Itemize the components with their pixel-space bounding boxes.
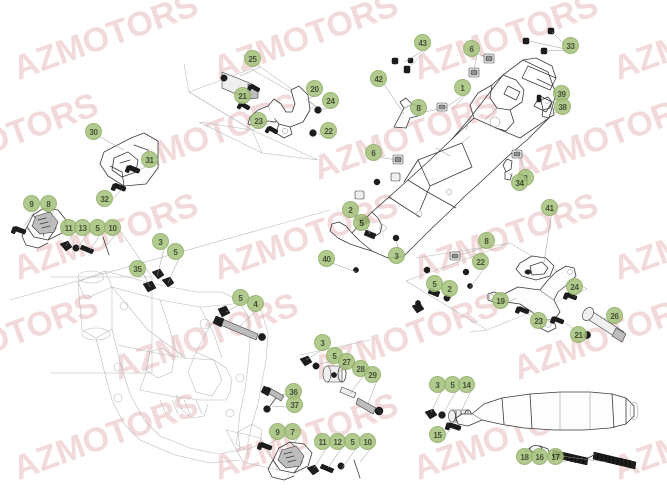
part-callout-42[interactable]: 42 <box>370 70 387 87</box>
part-callout-8[interactable]: 8 <box>410 99 427 116</box>
part-callout-17[interactable]: 17 <box>547 448 564 465</box>
part-callout-9[interactable]: 9 <box>23 195 40 212</box>
part-callout-34[interactable]: 34 <box>511 174 528 191</box>
part-callout-8[interactable]: 8 <box>40 195 57 212</box>
part-callout-10[interactable]: 10 <box>359 433 376 450</box>
part-callout-40[interactable]: 40 <box>318 250 335 267</box>
part-callout-26[interactable]: 26 <box>606 307 623 324</box>
part-callout-5[interactable]: 5 <box>426 275 443 292</box>
part-callout-32[interactable]: 32 <box>96 190 113 207</box>
part-callout-43[interactable]: 43 <box>414 34 431 51</box>
part-callout-33[interactable]: 33 <box>562 37 579 54</box>
part-callout-37[interactable]: 37 <box>286 396 303 413</box>
part-callout-29[interactable]: 29 <box>364 366 381 383</box>
part-callout-5[interactable]: 5 <box>353 214 370 231</box>
part-callout-21[interactable]: 21 <box>570 326 587 343</box>
part-callout-30[interactable]: 30 <box>85 123 102 140</box>
part-callout-20[interactable]: 20 <box>306 80 323 97</box>
part-callout-23[interactable]: 23 <box>250 112 267 129</box>
part-callout-23[interactable]: 23 <box>530 312 547 329</box>
part-callout-16[interactable]: 16 <box>531 448 548 465</box>
part-callout-14[interactable]: 14 <box>458 376 475 393</box>
part-callout-25[interactable]: 25 <box>244 50 261 67</box>
part-callout-6[interactable]: 6 <box>365 144 382 161</box>
part-callout-4[interactable]: 4 <box>247 295 264 312</box>
part-callout-2[interactable]: 2 <box>441 280 458 297</box>
part-callout-41[interactable]: 41 <box>541 199 558 216</box>
part-callout-6[interactable]: 6 <box>463 40 480 57</box>
part-callout-24[interactable]: 24 <box>322 92 339 109</box>
part-callout-10[interactable]: 10 <box>104 219 121 236</box>
part-callout-1[interactable]: 1 <box>454 79 471 96</box>
part-callout-22[interactable]: 22 <box>320 122 337 139</box>
part-callout-3[interactable]: 3 <box>152 233 169 250</box>
part-callout-31[interactable]: 31 <box>141 151 158 168</box>
part-callout-21[interactable]: 21 <box>234 87 251 104</box>
part-callout-3[interactable]: 3 <box>388 247 405 264</box>
part-callout-22[interactable]: 22 <box>472 253 489 270</box>
part-callout-5[interactable]: 5 <box>167 243 184 260</box>
part-callout-24[interactable]: 24 <box>566 278 583 295</box>
part-callout-19[interactable]: 19 <box>492 292 509 309</box>
part-callout-15[interactable]: 15 <box>429 426 446 443</box>
part-callout-35[interactable]: 35 <box>129 260 146 277</box>
part-callout-8[interactable]: 8 <box>478 232 495 249</box>
part-callout-38[interactable]: 38 <box>554 98 571 115</box>
part-callout-7[interactable]: 7 <box>284 423 301 440</box>
